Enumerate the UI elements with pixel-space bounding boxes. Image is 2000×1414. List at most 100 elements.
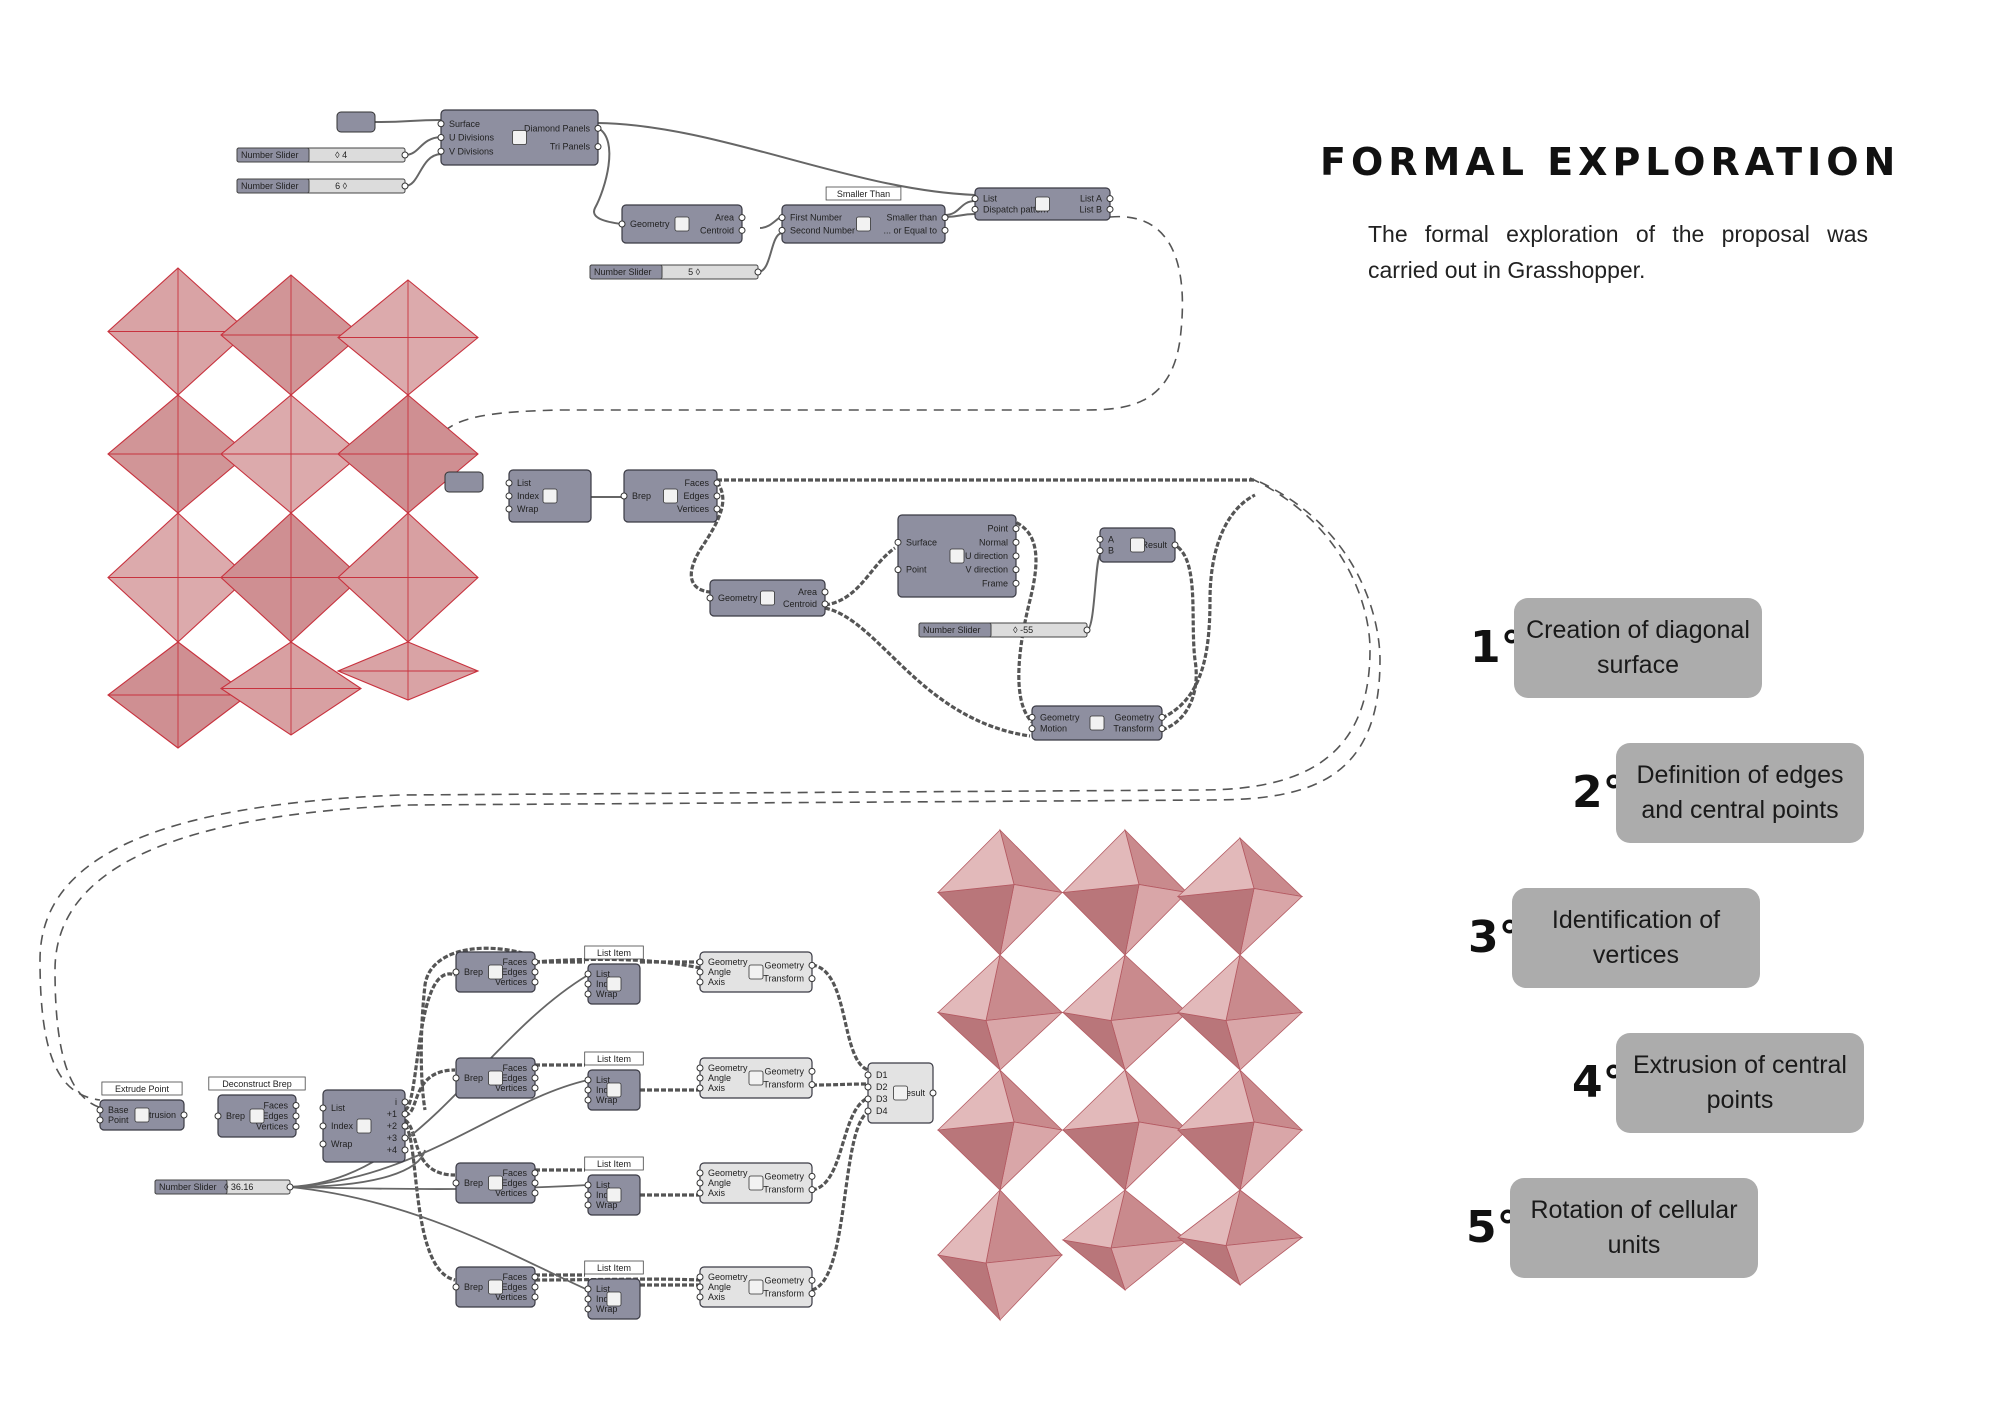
- output-port: [531, 1179, 539, 1187]
- node-port-label: Number Slider: [923, 625, 981, 635]
- node-port-label: U direction: [965, 551, 1008, 561]
- node-port-label: List: [596, 969, 611, 979]
- input-port: [452, 1074, 460, 1082]
- input-port: [696, 958, 704, 966]
- node-port-label: Brep: [464, 1282, 483, 1292]
- node-port-label: Axis: [708, 977, 726, 987]
- component-icon: [893, 1085, 908, 1101]
- input-port: [864, 1083, 872, 1091]
- input-port: [584, 980, 592, 988]
- output-port: [401, 1146, 409, 1154]
- node-tag-box: [584, 1260, 644, 1275]
- node-port-label: Area: [798, 587, 817, 597]
- step-label: Rotation of cellular units: [1510, 1178, 1758, 1278]
- input-port: [696, 1283, 704, 1291]
- extruded-facet: [1177, 953, 1241, 1021]
- node-port-label: 5 ◊: [688, 267, 701, 277]
- output-port: [738, 226, 746, 234]
- node-port-label: D2: [876, 1082, 888, 1092]
- output-port: [808, 1186, 816, 1194]
- output-port: [713, 505, 721, 513]
- component-icon: [606, 1187, 622, 1203]
- node-port-label: Wrap: [596, 1095, 617, 1105]
- slider-fan-wires: [289, 974, 589, 1291]
- extruded-facet: [1176, 1069, 1255, 1131]
- node-port-label: Extrude Point: [115, 1084, 170, 1094]
- node-port-label: Normal: [979, 537, 1008, 547]
- node-port-label: Base: [108, 1105, 129, 1115]
- node-port-label: Geometry: [708, 1272, 748, 1282]
- node-port-label: Extrusion: [138, 1110, 176, 1120]
- input-port: [1096, 547, 1104, 555]
- node-port-label: Angle: [708, 967, 731, 977]
- output-port: [754, 268, 762, 276]
- component-icon: [748, 1175, 764, 1191]
- node-port-label: Angle: [708, 1178, 731, 1188]
- input-port: [778, 214, 786, 222]
- component-icon: [949, 548, 965, 564]
- input-port: [620, 492, 628, 500]
- node-port-label: Wrap: [596, 1200, 617, 1210]
- input-port: [584, 1201, 592, 1209]
- output-port: [401, 182, 409, 190]
- step-label: Creation of diagonal surface: [1514, 598, 1762, 698]
- input-port: [584, 1096, 592, 1104]
- input-port: [584, 1191, 592, 1199]
- node-port-label: Axis: [708, 1083, 726, 1093]
- node-port-label: Vertices: [677, 504, 710, 514]
- input-port: [96, 1116, 104, 1124]
- node-port-label: Wrap: [596, 1304, 617, 1314]
- input-port: [452, 1179, 460, 1187]
- component-icon: [512, 130, 527, 145]
- step-label: Identification of vertices: [1512, 888, 1760, 988]
- output-port: [531, 968, 539, 976]
- diamond-panel-surface: [107, 267, 480, 749]
- step-label: Extrusion of central points: [1616, 1033, 1864, 1133]
- node-tag-box: [825, 186, 902, 201]
- extruded-facet: [936, 829, 1015, 894]
- extruded-rotated-panels: [936, 828, 1304, 1322]
- output-port: [713, 492, 721, 500]
- output-port: [1158, 725, 1166, 733]
- node-port-label: List: [596, 1075, 611, 1085]
- node-port-label: Index: [331, 1121, 354, 1131]
- output-port: [1106, 195, 1114, 203]
- output-port: [1012, 525, 1020, 533]
- node-port-label: +1: [387, 1109, 397, 1119]
- input-port: [452, 968, 460, 976]
- node-port-label: Geometry: [718, 593, 758, 603]
- node-port-label: Transform: [1113, 724, 1154, 734]
- slider-minus-55: Number Slider◊ -55: [918, 622, 1091, 638]
- slider-36-16: Number Slider◊ 36.16: [154, 1179, 294, 1195]
- output-port: [738, 214, 746, 222]
- node-port-label: Brep: [464, 1073, 483, 1083]
- component-icon: [856, 216, 871, 232]
- node-port-label: Geometry: [1040, 712, 1080, 722]
- node-port-label: Faces: [502, 1063, 527, 1073]
- node-port-label: Geometry: [764, 1171, 804, 1181]
- input-port: [1028, 713, 1036, 721]
- node-port-label: Transform: [763, 1289, 804, 1299]
- page-description: The formal exploration of the proposal w…: [1368, 221, 1868, 283]
- input-port: [696, 1179, 704, 1187]
- output-port: [808, 1276, 816, 1284]
- output-port: [1106, 205, 1114, 213]
- node-port-label: Result: [1141, 540, 1167, 550]
- node-tag-box: [584, 1051, 644, 1066]
- input-port: [584, 990, 592, 998]
- node-port-label: A: [1108, 534, 1114, 544]
- node-port-label: Axis: [708, 1292, 726, 1302]
- input-port: [452, 1283, 460, 1291]
- node-port-label: Angle: [708, 1282, 731, 1292]
- component-icon: [1089, 715, 1105, 731]
- node-port-label: Deconstruct Brep: [222, 1079, 292, 1089]
